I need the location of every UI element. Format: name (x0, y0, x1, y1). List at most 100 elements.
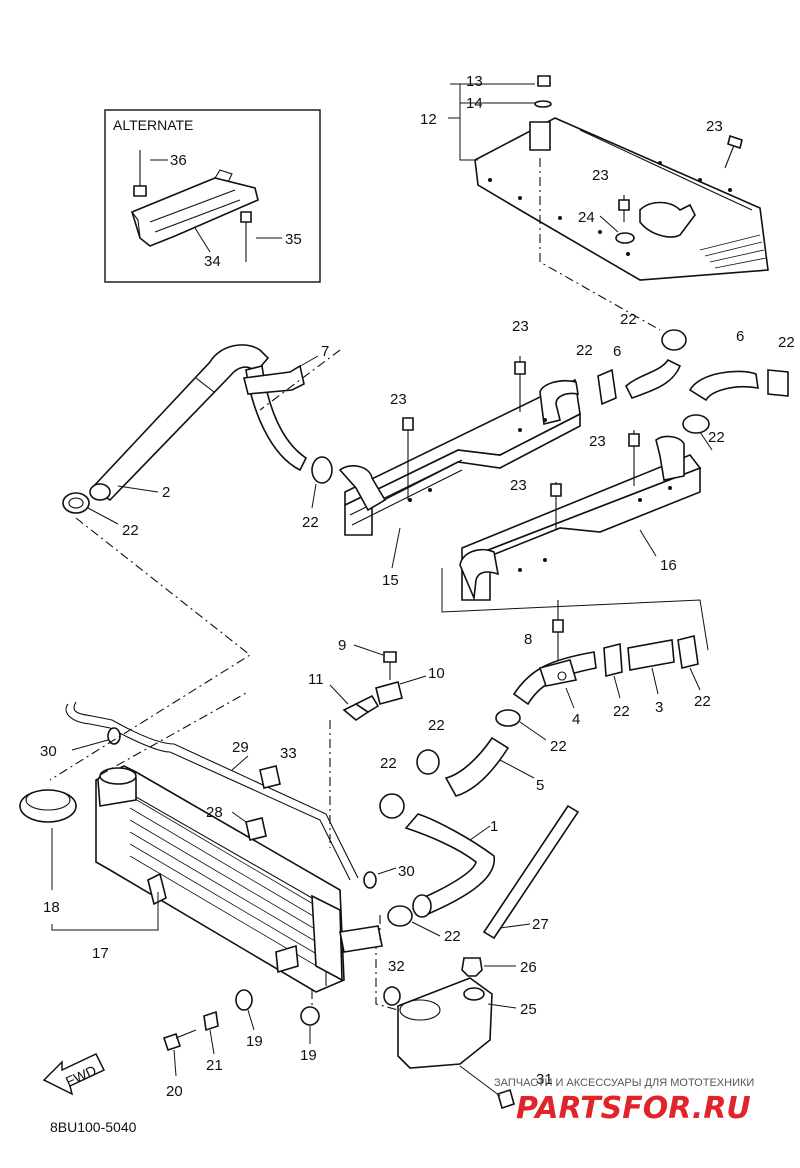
collar-part-21 (203, 1010, 219, 1032)
clamp-part-22-5a (416, 749, 440, 775)
callout-14: 14 (466, 95, 483, 112)
callout-22-p3: 22 (694, 693, 711, 710)
callout-23-16a: 23 (589, 433, 606, 450)
callout-3: 3 (655, 699, 663, 716)
clamp-part-22-5top (495, 709, 521, 727)
washer-part-14 (534, 100, 552, 108)
alternate-inset: ALTERNATE 36 35 34 (104, 109, 321, 283)
watermark-brand: PARTSFOR.RU (516, 1091, 751, 1126)
oil-cooler-part-16 (459, 435, 702, 602)
damper-part-19-b (300, 1006, 320, 1026)
hose-part-5 (444, 736, 510, 797)
hose-part-2 (89, 344, 270, 502)
bolt-part-20 (162, 1029, 197, 1052)
bolt-part-35 (240, 211, 252, 262)
clamp-part-22-p4 (603, 642, 623, 678)
diagram-code: 8BU100-5040 (50, 1119, 137, 1135)
damper-part-19-a (235, 989, 253, 1011)
callout-26: 26 (520, 959, 537, 976)
callout-22-upper: 22 (620, 311, 637, 328)
clamp-part-22-r16 (682, 414, 710, 434)
callout-7: 7 (321, 343, 329, 360)
callout-22-5top: 22 (550, 738, 567, 755)
callout-10: 10 (428, 665, 445, 682)
screw-part-23-16b (550, 482, 562, 530)
hose-part-3 (627, 639, 675, 671)
bracket-part-10 (375, 681, 403, 705)
clip-part-30-left (107, 727, 121, 745)
callout-22-r6: 22 (778, 334, 795, 351)
callout-28: 28 (206, 804, 223, 821)
radiator-part-17 (95, 765, 383, 993)
bolt-part-13 (537, 75, 551, 87)
callout-19-a: 19 (246, 1033, 263, 1050)
callout-12: 12 (420, 111, 437, 128)
callout-23-cover: 23 (592, 167, 609, 184)
hose-part-6-right (688, 370, 759, 402)
callout-24: 24 (578, 209, 595, 226)
callout-23-top: 23 (706, 118, 723, 135)
breather-hose-part-27 (482, 804, 580, 940)
callout-22-p4: 22 (613, 703, 630, 720)
callout-25: 25 (520, 1001, 537, 1018)
clip-part-30-right (363, 871, 377, 889)
callout-8: 8 (524, 631, 532, 648)
callout-35: 35 (285, 231, 302, 248)
callout-27: 27 (532, 916, 549, 933)
callout-23-15b: 23 (512, 318, 529, 335)
screw-part-8 (552, 600, 564, 662)
cover-panel-part-12 (474, 117, 769, 281)
callout-1: 1 (490, 818, 498, 835)
callout-20: 20 (166, 1083, 183, 1100)
clamp-part-22-h1 (387, 905, 413, 927)
screw-part-23-16a (628, 430, 640, 486)
hose-part-6-left (625, 358, 682, 400)
bolt-part-36 (133, 150, 147, 197)
callout-23-15a: 23 (390, 391, 407, 408)
callout-17: 17 (92, 945, 109, 962)
clamp-part-22-left (62, 492, 90, 514)
oil-cooler-part-15 (338, 378, 581, 536)
reservoir-tank-part-25 (397, 977, 493, 1069)
clamp-part-22-5b (379, 793, 405, 819)
callout-30-left: 30 (40, 743, 57, 760)
callout-22-r16: 22 (708, 429, 725, 446)
callout-16: 16 (660, 557, 677, 574)
callout-6-left: 6 (613, 343, 621, 360)
callout-34: 34 (204, 253, 221, 270)
callout-5: 5 (536, 777, 544, 794)
callout-2: 2 (162, 484, 170, 501)
alternate-label: ALTERNATE (113, 117, 193, 133)
screw-part-23-15b (514, 356, 526, 412)
clamp-part-22-l6 (597, 368, 617, 406)
bracket-part-34 (131, 169, 259, 247)
screw-part-23-top (724, 134, 743, 169)
radiator-cap-part-18 (19, 789, 77, 823)
callout-32: 32 (388, 958, 405, 975)
pipe-part-4 (512, 651, 597, 706)
cap-part-26 (461, 957, 483, 977)
callout-19-b: 19 (300, 1047, 317, 1064)
callout-15: 15 (382, 572, 399, 589)
callout-22-mid: 22 (302, 514, 319, 531)
callout-6-right: 6 (736, 328, 744, 345)
hose-part-1 (404, 813, 495, 918)
screw-part-23-cover (618, 195, 630, 222)
callout-31: 31 (536, 1071, 553, 1088)
callout-22-left: 22 (122, 522, 139, 539)
callout-21: 21 (206, 1057, 223, 1074)
clamp-part-22-r6 (767, 369, 789, 397)
grommet-part-32 (383, 986, 401, 1006)
clip-part-33 (259, 765, 281, 789)
callout-29: 29 (232, 739, 249, 756)
sensor-part-11 (342, 694, 380, 721)
clamp-part-22-mid (311, 456, 333, 484)
bolt-part-31 (497, 1088, 515, 1110)
callout-30-right: 30 (398, 863, 415, 880)
callout-22-5a: 22 (428, 717, 445, 734)
clamp-part-22-upper (661, 329, 687, 351)
bolt-part-9 (383, 651, 397, 680)
clamp-part-22-p3 (677, 635, 699, 669)
callout-36: 36 (170, 152, 187, 169)
